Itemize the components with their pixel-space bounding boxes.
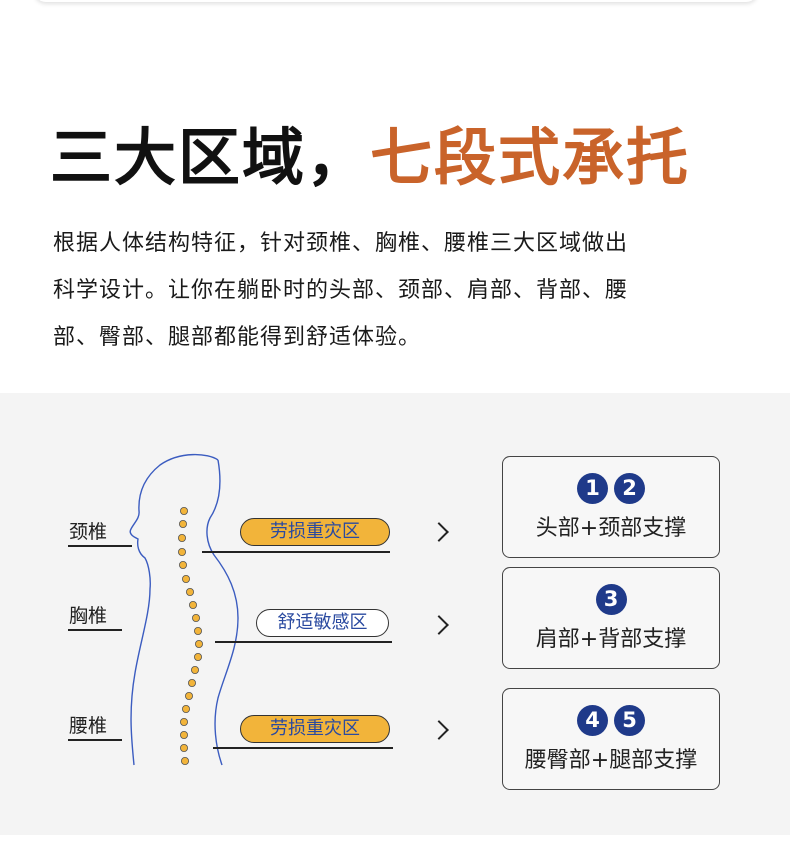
- vertebra-dot: [181, 704, 190, 713]
- vertebra-dot: [185, 587, 194, 596]
- number-badge: 2: [614, 473, 645, 504]
- vertebra-dot: [178, 560, 187, 569]
- tag-line-cervical: [202, 551, 390, 553]
- tag-line-lumbar: [213, 747, 393, 749]
- vertebra-dot: [180, 756, 189, 765]
- description-line-3: 部、臀部、腿部都能得到舒适体验。: [53, 325, 422, 350]
- description-line-2: 科学设计。让你在躺卧时的头部、颈部、肩部、背部、腰: [53, 278, 629, 303]
- zone-label-thoracic: 胸椎: [69, 605, 108, 627]
- zone-underline-cervical: [68, 545, 132, 547]
- zone-label-cervical: 颈椎: [69, 521, 108, 543]
- vertebra-dot: [188, 600, 197, 609]
- zone-tag-cervical: 劳损重灾区: [240, 518, 390, 546]
- tag-line-thoracic: [215, 641, 392, 643]
- page-headline: 三大区域，七段式承托: [50, 118, 690, 198]
- zone-tag-lumbar: 劳损重灾区: [240, 715, 390, 743]
- zone-label-lumbar: 腰椎: [69, 715, 108, 737]
- vertebra-dot: [177, 547, 186, 556]
- support-box-text: 肩部+背部支撑: [535, 627, 687, 652]
- support-box-text: 头部+颈部支撑: [535, 516, 687, 541]
- support-box-shoulder-back: 3 肩部+背部支撑: [502, 567, 720, 669]
- headline-part-2: 七段式承托: [370, 121, 691, 194]
- headline-part-1: 三大区域，: [50, 121, 371, 194]
- vertebra-dot: [179, 507, 188, 516]
- vertebra-dot: [181, 574, 190, 583]
- number-badge: 4: [577, 705, 608, 736]
- number-badge: 3: [595, 584, 627, 615]
- badge-group: 3: [503, 584, 719, 616]
- human-body-silhouette-icon: [129, 453, 239, 766]
- vertebra-dot: [190, 665, 199, 674]
- vertebra-dot: [193, 652, 202, 661]
- vertebra-dot: [179, 743, 188, 752]
- number-badge: 5: [614, 705, 645, 736]
- support-box-text: 腰臀部+腿部支撑: [524, 748, 698, 773]
- zone-underline-thoracic: [68, 629, 122, 631]
- vertebra-dot: [178, 520, 187, 529]
- description: 根据人体结构特征，针对颈椎、胸椎、腰椎三大区域做出 科学设计。让你在躺卧时的头部…: [53, 220, 743, 361]
- vertebra-dot: [187, 678, 196, 687]
- vertebra-dot: [194, 639, 203, 648]
- vertebra-dot: [179, 730, 188, 739]
- spine-vertebrae: [177, 507, 203, 765]
- description-line-1: 根据人体结构特征，针对颈椎、胸椎、腰椎三大区域做出: [53, 231, 629, 256]
- zone-underline-lumbar: [68, 739, 122, 741]
- vertebra-dot: [191, 613, 200, 622]
- number-badge: 1: [577, 473, 608, 504]
- vertebra-dot: [177, 533, 186, 542]
- vertebra-dot: [193, 626, 202, 635]
- top-card-edge: [34, 0, 758, 2]
- zone-tag-thoracic: 舒适敏感区: [256, 609, 389, 637]
- vertebra-dot: [179, 717, 188, 726]
- vertebra-dot: [184, 691, 193, 700]
